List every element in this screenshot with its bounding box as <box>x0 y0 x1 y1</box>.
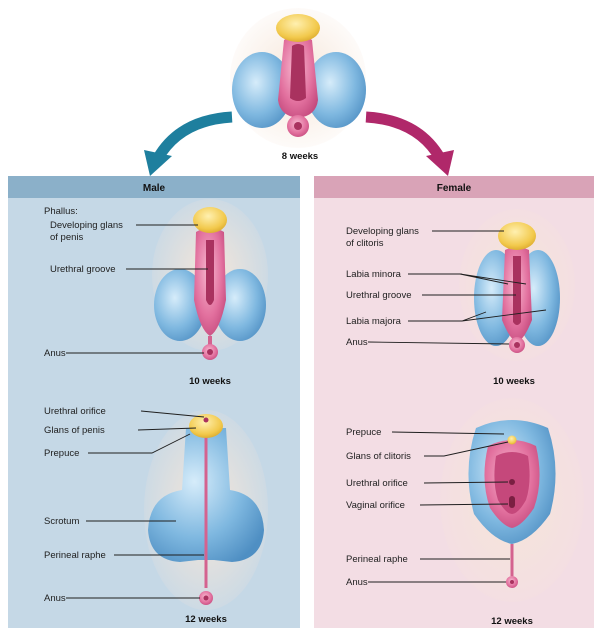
label-perineal-raphe-female: Perineal raphe <box>346 554 408 565</box>
label-female-anus-12: Anus <box>346 577 368 588</box>
illustration-male-12-weeks <box>144 410 268 610</box>
label-glans-of-clitoris: Glans of clitoris <box>346 451 411 462</box>
illustration-8-weeks <box>230 8 366 148</box>
arrow-to-female-head <box>426 150 454 176</box>
arrow-to-male-head <box>144 150 172 176</box>
male-stage-12-weeks: 12 weeks <box>185 614 227 625</box>
label-developing-glans-of-clitoris-line2: of clitoris <box>346 238 384 249</box>
label-scrotum: Scrotum <box>44 516 79 527</box>
arrow-to-female <box>366 117 440 158</box>
female-header: Female <box>437 183 472 194</box>
label-labia-minora: Labia minora <box>346 269 402 280</box>
label-male-anus-12: Anus <box>44 593 66 604</box>
stage-8-weeks: 8 weeks <box>282 151 318 162</box>
illustration-female-10-weeks <box>459 209 575 361</box>
male-stage-10-weeks: 10 weeks <box>189 376 231 387</box>
female-stage-10-weeks: 10 weeks <box>493 376 535 387</box>
label-labia-majora: Labia majora <box>346 316 402 327</box>
label-prepuce-male: Prepuce <box>44 448 79 459</box>
label-glans-of-penis: Glans of penis <box>44 425 105 436</box>
female-stage-12-weeks: 12 weeks <box>491 616 533 627</box>
label-male-urethral-groove: Urethral groove <box>50 264 115 275</box>
label-urethral-orifice-female: Urethral orifice <box>346 478 408 489</box>
label-male-anus-10: Anus <box>44 348 66 359</box>
label-prepuce-female: Prepuce <box>346 427 381 438</box>
illustration-male-10-weeks <box>152 199 268 360</box>
label-female-urethral-groove: Urethral groove <box>346 290 411 301</box>
label-developing-glans-of-clitoris-line1: Developing glans <box>346 226 419 237</box>
label-developing-glans-of-penis-line1: Developing glans <box>50 220 123 231</box>
label-vaginal-orifice: Vaginal orifice <box>346 500 405 511</box>
label-urethral-orifice-male: Urethral orifice <box>44 406 106 417</box>
label-perineal-raphe-male: Perineal raphe <box>44 550 106 561</box>
label-developing-glans-of-penis-line2: of penis <box>50 232 84 243</box>
label-female-anus-10: Anus <box>346 337 368 348</box>
male-phallus-heading: Phallus: <box>44 206 78 217</box>
illustration-female-12-weeks <box>440 398 584 602</box>
arrow-to-male <box>158 117 232 158</box>
male-header: Male <box>143 183 166 194</box>
